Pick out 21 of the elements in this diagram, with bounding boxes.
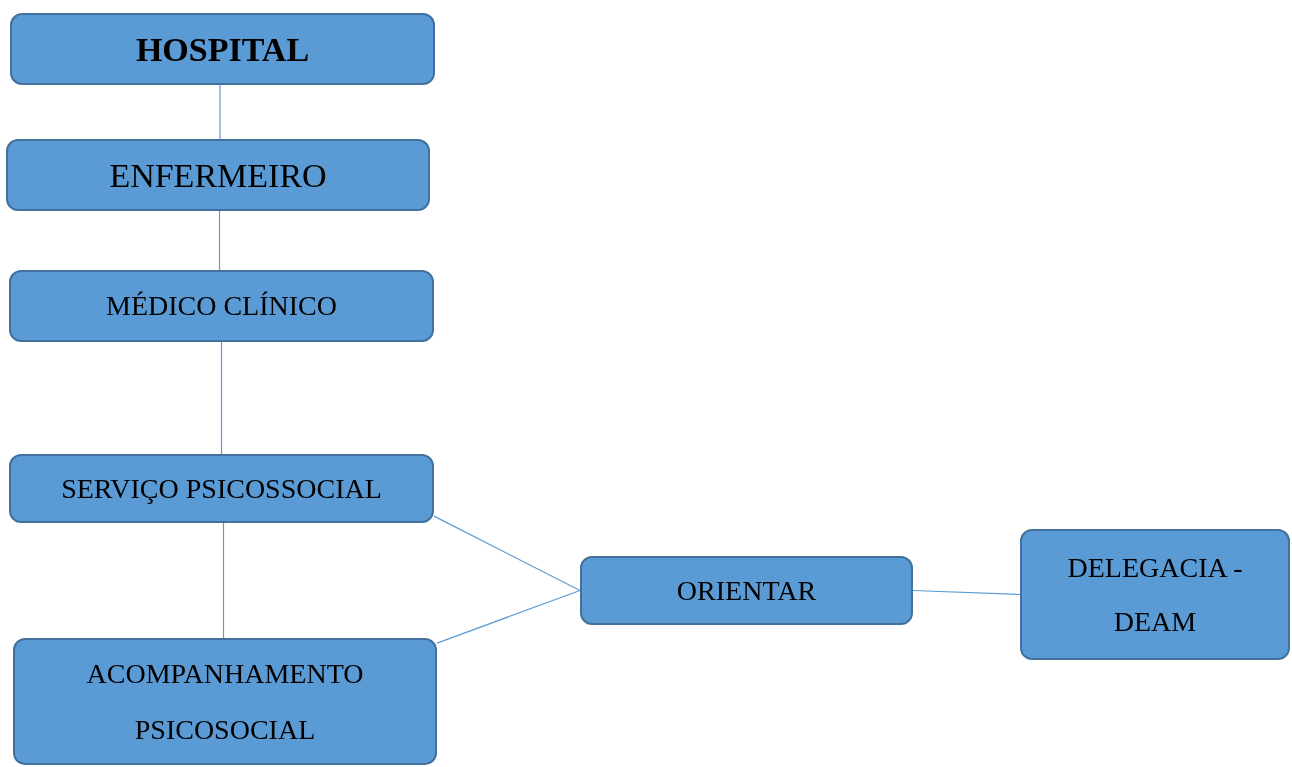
box-label: ENFERMEIRO <box>109 155 327 196</box>
box-label: ORIENTAR <box>676 573 817 608</box>
process-box <box>10 13 435 85</box>
process-box <box>580 556 913 625</box>
connector-line <box>218 210 221 271</box>
process-box <box>1020 529 1290 660</box>
process-box <box>13 638 437 765</box>
connector-line <box>220 341 223 455</box>
box-label: MÉDICO CLÍNICO <box>106 289 337 323</box>
box-label: ACOMPANHAMENTO PSICOSOCIAL <box>85 656 365 747</box>
process-box <box>9 270 434 342</box>
connector-line <box>222 522 225 639</box>
connector-line <box>433 515 581 592</box>
box-label: HOSPITAL <box>135 29 310 70</box>
connector-line <box>219 84 221 140</box>
connector-line <box>436 589 581 644</box>
box-label: DELEGACIA - DEAM <box>1066 550 1244 639</box>
process-box <box>9 454 434 523</box>
box-label: SERVIÇO PSICOSSOCIAL <box>61 471 382 506</box>
process-box <box>6 139 430 211</box>
connector-line <box>912 589 1021 596</box>
